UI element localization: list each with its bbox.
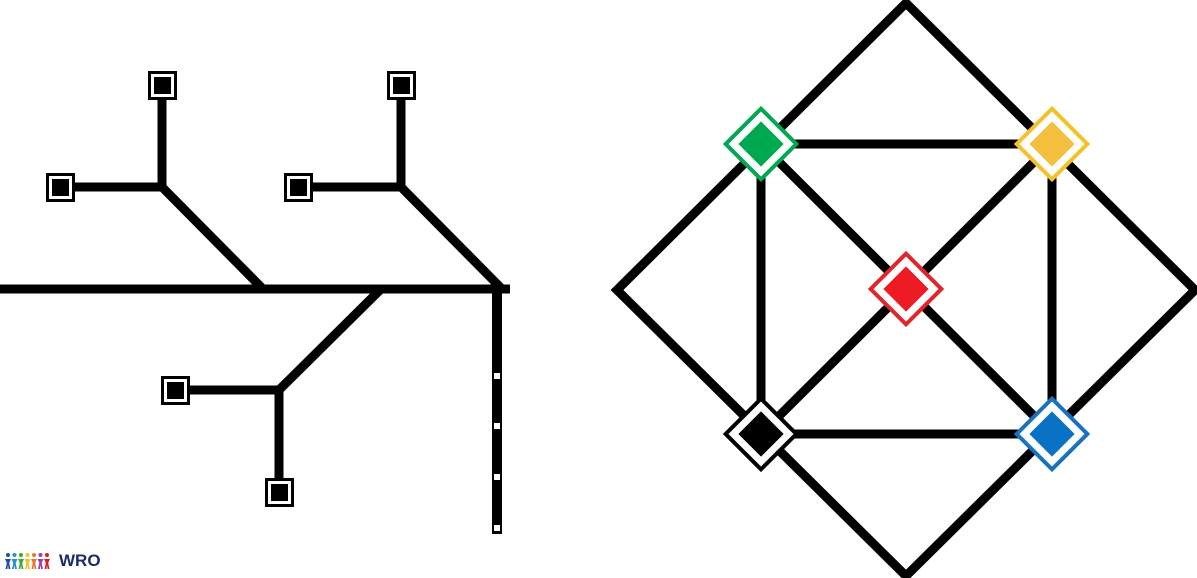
exit-line-markers	[494, 373, 500, 531]
left-track-diagram	[0, 96, 510, 534]
people-figures-icon	[5, 553, 50, 569]
terminal-square	[46, 173, 75, 202]
red-node	[867, 250, 945, 328]
terminal-square	[265, 478, 294, 507]
logo-person-figure	[5, 553, 11, 569]
terminal-square	[387, 71, 416, 100]
exit-marker	[494, 423, 500, 429]
branch-upper-right-diagonal	[397, 183, 506, 293]
outer-diamond	[610, 0, 1197, 578]
logo-person-figure	[11, 553, 18, 569]
terminal-square	[161, 376, 190, 405]
green-node	[722, 105, 800, 183]
branch-upper-left-diagonal	[158, 183, 267, 293]
logo-person-figure	[37, 553, 44, 569]
network-nodes	[722, 105, 1091, 473]
branch-lower-diagonal	[275, 285, 385, 394]
terminal-square	[148, 71, 177, 100]
inner-square	[756, 139, 1057, 439]
exit-marker	[494, 525, 500, 531]
logo-person-figure	[18, 553, 24, 569]
black-node	[722, 395, 800, 473]
logo-person-figure	[31, 553, 37, 569]
exit-marker	[494, 474, 500, 480]
exit-marker	[494, 373, 500, 379]
logo-text: WRO	[59, 551, 101, 570]
terminal-squares	[46, 71, 416, 507]
logo-person-figure	[44, 553, 50, 569]
wro-logo: WRO	[5, 550, 101, 572]
terminal-square	[284, 173, 313, 202]
logo-person-figure	[24, 553, 31, 569]
